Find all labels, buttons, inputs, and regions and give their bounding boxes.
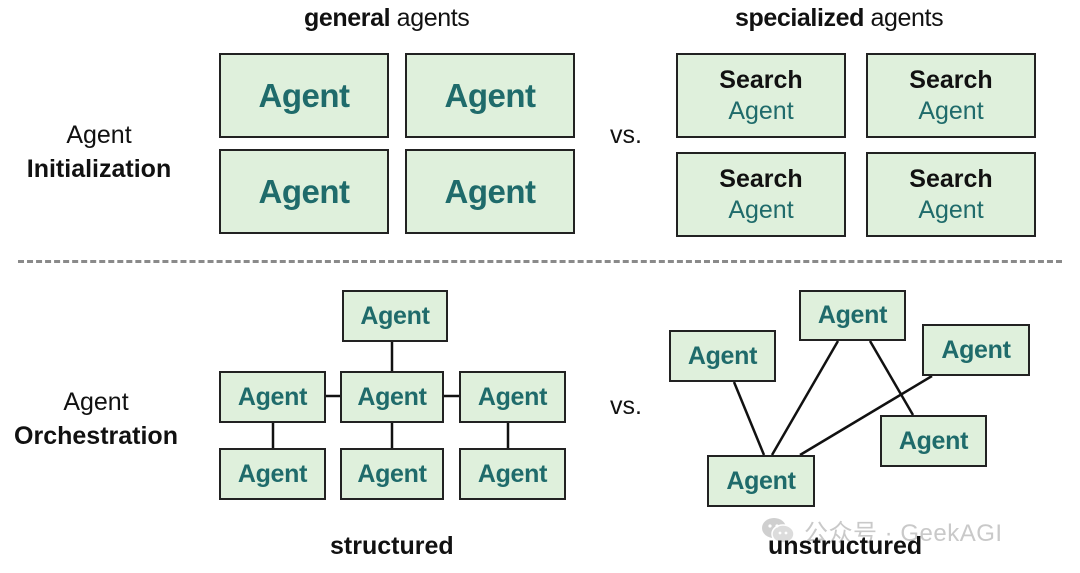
unstructured-label: unstructured — [768, 532, 923, 560]
specialized-agents-heading: specialized agents — [735, 4, 944, 33]
general-agent-box: Agent — [405, 149, 575, 234]
unstructured-agent-node: Agent — [707, 455, 815, 507]
initialization-label: Agent Initialization — [24, 118, 174, 186]
general-agent-box: Agent — [219, 149, 389, 234]
search-agent-subtitle: Agent — [728, 96, 794, 125]
general-rest: agents — [390, 4, 470, 32]
general-agent-box: Agent — [219, 53, 389, 138]
agent-label: Agent — [258, 172, 351, 210]
search-agent-subtitle: Agent — [918, 96, 984, 125]
agent-label: Agent — [237, 459, 308, 488]
specialized-rest: agents — [864, 4, 944, 32]
structured-agent-node: Agent — [459, 371, 566, 423]
edge-line — [868, 340, 915, 416]
edge-line — [799, 374, 933, 457]
orchestration-label: Agent Orchestration — [10, 385, 182, 453]
wechat-icon — [762, 517, 795, 544]
search-agent-box: Search Agent — [866, 53, 1036, 138]
search-agent-box: Search Agent — [866, 152, 1036, 237]
agent-label: Agent — [941, 335, 1011, 364]
initialization-line2: Initialization — [26, 155, 172, 183]
search-agent-box: Search Agent — [676, 152, 846, 237]
agent-label: Agent — [477, 382, 548, 411]
structured-agent-node: Agent — [340, 371, 444, 423]
agent-label: Agent — [357, 382, 427, 411]
unstructured-agent-node: Agent — [922, 324, 1030, 376]
agent-label: Agent — [477, 459, 548, 488]
search-agent-title: Search — [719, 164, 803, 193]
search-agent-title: Search — [719, 65, 803, 94]
orchestration-line1: Agent — [63, 388, 129, 416]
search-agent-box: Search Agent — [676, 53, 846, 138]
agent-label: Agent — [687, 341, 758, 370]
initialization-line1: Agent — [66, 121, 132, 149]
agent-label: Agent — [360, 301, 430, 330]
structured-agent-node: Agent — [340, 448, 444, 500]
edge-line — [770, 340, 840, 456]
general-agent-box: Agent — [405, 53, 575, 138]
agent-label: Agent — [258, 76, 351, 114]
vs-label-top: vs. — [610, 121, 642, 149]
orchestration-line2: Orchestration — [14, 422, 178, 450]
agent-label: Agent — [726, 466, 796, 495]
watermark-text: 公众号 · GeekAGI — [804, 520, 1003, 547]
structured-agent-node: Agent — [219, 371, 326, 423]
structured-label: structured — [330, 532, 454, 560]
agent-label: Agent — [898, 426, 969, 455]
agent-label: Agent — [237, 382, 308, 411]
unstructured-agent-node: Agent — [669, 330, 776, 382]
structured-agent-node: Agent — [219, 448, 326, 500]
general-agents-heading: general agents — [304, 4, 470, 33]
search-agent-subtitle: Agent — [728, 195, 794, 224]
agent-label: Agent — [357, 459, 427, 488]
general-bold: general — [304, 4, 391, 32]
unstructured-agent-node: Agent — [880, 415, 987, 467]
agent-label: Agent — [444, 172, 537, 210]
search-agent-title: Search — [909, 65, 993, 94]
structured-agent-node: Agent — [459, 448, 566, 500]
unstructured-agent-node: Agent — [799, 290, 906, 341]
edge-line — [732, 381, 766, 456]
specialized-bold: specialized — [735, 4, 864, 32]
agent-label: Agent — [444, 76, 537, 114]
agent-label: Agent — [817, 301, 888, 329]
structured-agent-node: Agent — [342, 290, 448, 342]
search-agent-subtitle: Agent — [918, 195, 984, 224]
watermark: 公众号 · GeekAGI — [760, 513, 1003, 548]
search-agent-title: Search — [909, 164, 993, 193]
section-divider — [18, 260, 1062, 263]
vs-label-bottom: vs. — [610, 392, 642, 420]
